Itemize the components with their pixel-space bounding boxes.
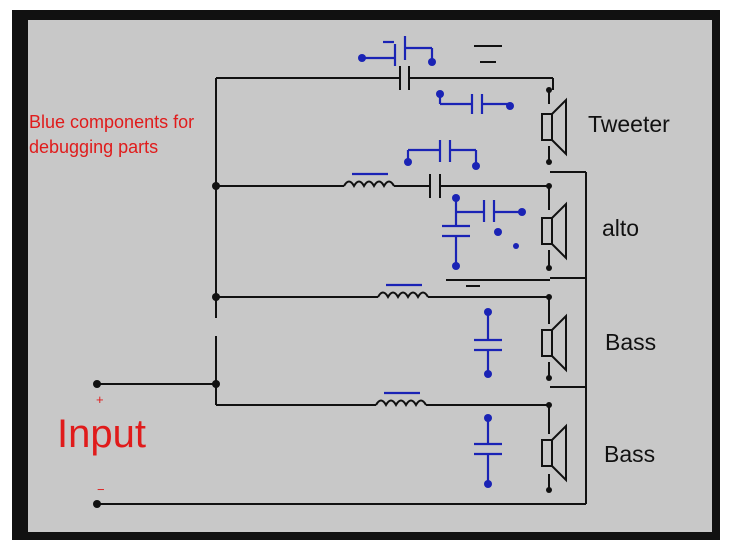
speaker-icons (541, 97, 567, 483)
debug-components (352, 36, 522, 484)
junction-dots (93, 87, 552, 508)
tweeter-speaker-icon (541, 97, 567, 157)
bass1-speaker-icon (541, 313, 567, 373)
input-minus-label: − (97, 482, 105, 497)
debug-note: Blue components for debugging parts (29, 110, 194, 160)
bass2-speaker-icon (541, 423, 567, 483)
debug-note-line-1: Blue components for (29, 112, 195, 132)
bass1-label: Bass (605, 329, 657, 355)
alto-label: alto (602, 215, 640, 241)
alto-speaker-icon (541, 201, 567, 261)
input-plus-label: + (96, 392, 104, 407)
main-wiring (97, 66, 587, 505)
tweeter-label: Tweeter (588, 111, 670, 137)
debug-note-line-2: debugging parts (29, 137, 159, 157)
ground-symbols (466, 45, 502, 287)
bass2-label: Bass (604, 441, 656, 467)
diagram-background (28, 20, 712, 532)
input-label: Input (57, 412, 146, 456)
debug-component-dots (358, 54, 526, 488)
